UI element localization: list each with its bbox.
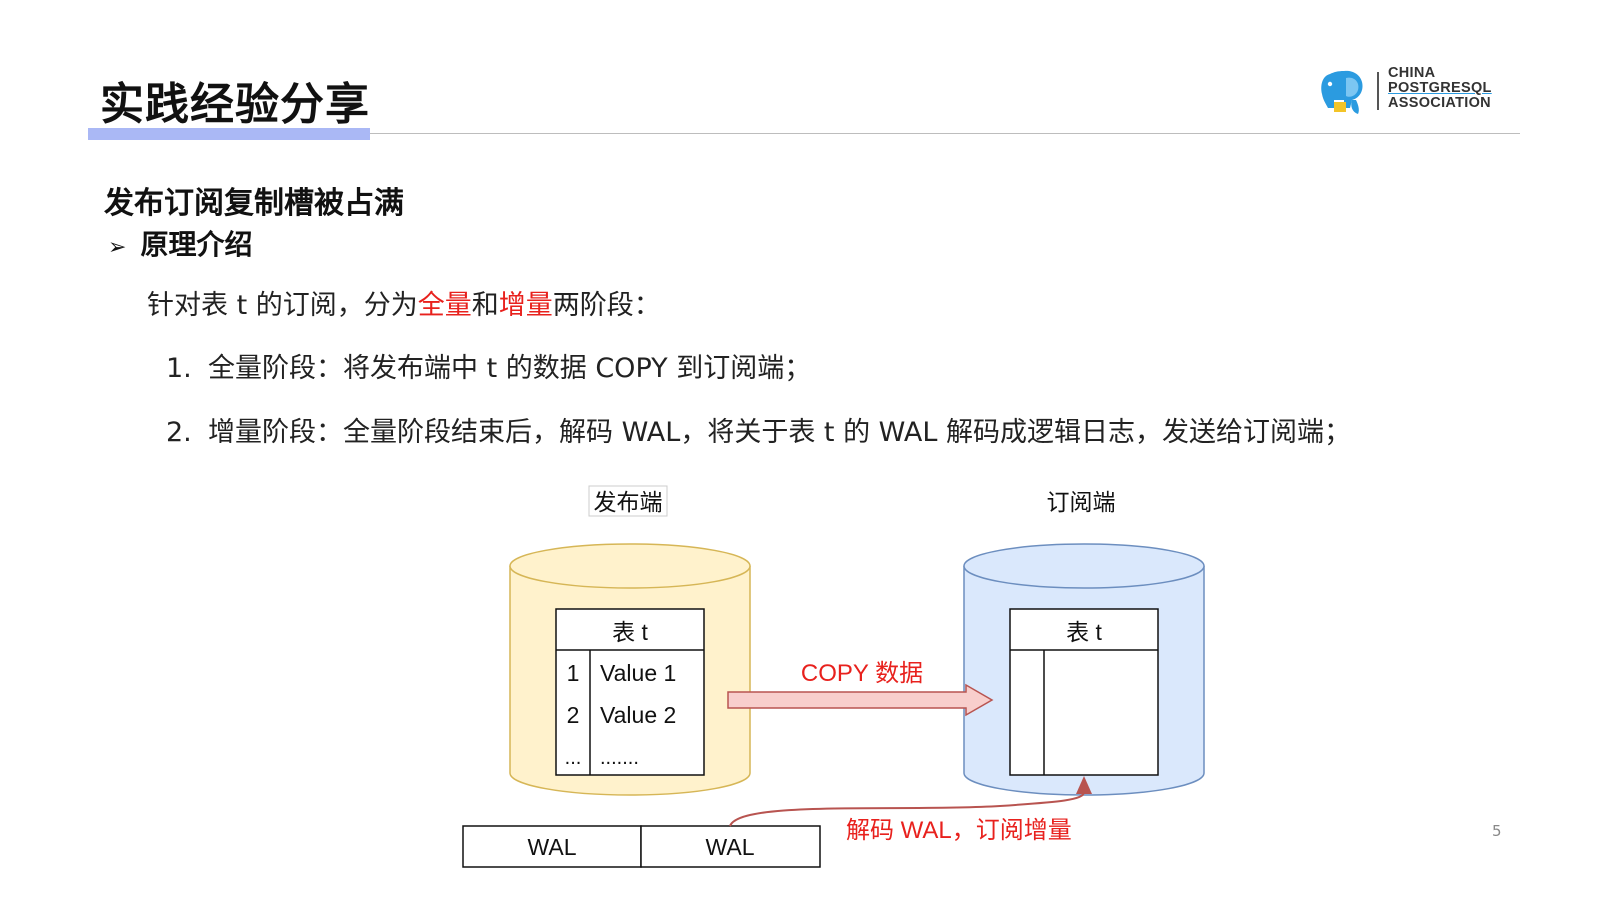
wal-strip: WAL WAL [462, 825, 821, 868]
table-row-id: 1 [567, 660, 580, 686]
logo-line-3: ASSOCIATION [1388, 95, 1491, 111]
table-row-value: Value 2 [600, 702, 676, 728]
publisher-label: 发布端 [594, 489, 663, 515]
logo-line-1: CHINA [1388, 65, 1436, 81]
page-number: 5 [1492, 822, 1502, 840]
copy-arrow-label: COPY 数据 [801, 660, 923, 687]
logo-text: CHINA POSTGRESQL ASSOCIATION [1388, 66, 1492, 111]
intro-highlight-full: 全量 [417, 290, 472, 321]
list-item-text: 增量阶段：全量阶段结束后，解码 WAL，将关于表 t 的 WAL 解码成逻辑日志… [208, 417, 1351, 448]
list-item-number: 2. [166, 417, 192, 448]
elephant-logo-icon [1321, 70, 1363, 114]
publisher-table-title: 表 t [612, 619, 648, 645]
table-row-value: ....... [600, 747, 639, 769]
title-accent-bar [88, 128, 370, 140]
arrow-bullet-icon: ➢ [108, 235, 127, 260]
list-item: 2. 增量阶段：全量阶段结束后，解码 WAL，将关于表 t 的 WAL 解码成逻辑… [166, 410, 1351, 449]
subscriber-label: 订阅端 [1047, 489, 1116, 515]
intro-prefix: 针对表 t 的订阅，分为 [147, 290, 418, 321]
list-item: 1. 全量阶段：将发布端中 t 的数据 COPY 到订阅端； [166, 346, 811, 385]
decode-wal-arrow [729, 776, 1092, 827]
decode-wal-label: 解码 WAL，订阅增量 [846, 817, 1072, 844]
table-row-id: ... [565, 747, 582, 769]
section-title: 发布订阅复制槽被占满 [104, 186, 404, 221]
slide-title: 实践经验分享 [100, 79, 370, 130]
wal-segment: WAL [706, 834, 755, 860]
list-item-number: 1. [166, 353, 192, 384]
publisher-table: 表 t 1 Value 1 2 Value 2 ... ....... [555, 608, 705, 776]
subscriber-table-title: 表 t [1066, 619, 1102, 645]
intro-middle: 和 [471, 290, 499, 321]
intro-paragraph: 针对表 t 的订阅，分为全量和增量两阶段： [147, 283, 661, 322]
subheading-text: 原理介绍 [140, 228, 253, 261]
intro-suffix: 两阶段： [552, 290, 661, 321]
title-divider-line [370, 133, 1520, 134]
table-row-value: Value 1 [600, 660, 676, 686]
wal-segment: WAL [528, 834, 577, 860]
logo-line-2: POSTGRESQL [1388, 80, 1492, 96]
list-item-text: 全量阶段：将发布端中 t 的数据 COPY 到订阅端； [208, 353, 812, 384]
subscriber-table: 表 t [1009, 608, 1159, 776]
logo-divider [1377, 72, 1379, 110]
table-row-id: 2 [567, 702, 580, 728]
subheading: ➢ 原理介绍 [108, 223, 252, 263]
copy-arrow [727, 683, 994, 717]
publisher-label-box [588, 485, 668, 517]
intro-highlight-incremental: 增量 [498, 290, 553, 321]
cnpg-logo: CHINA POSTGRESQL ASSOCIATION [1316, 64, 1526, 120]
